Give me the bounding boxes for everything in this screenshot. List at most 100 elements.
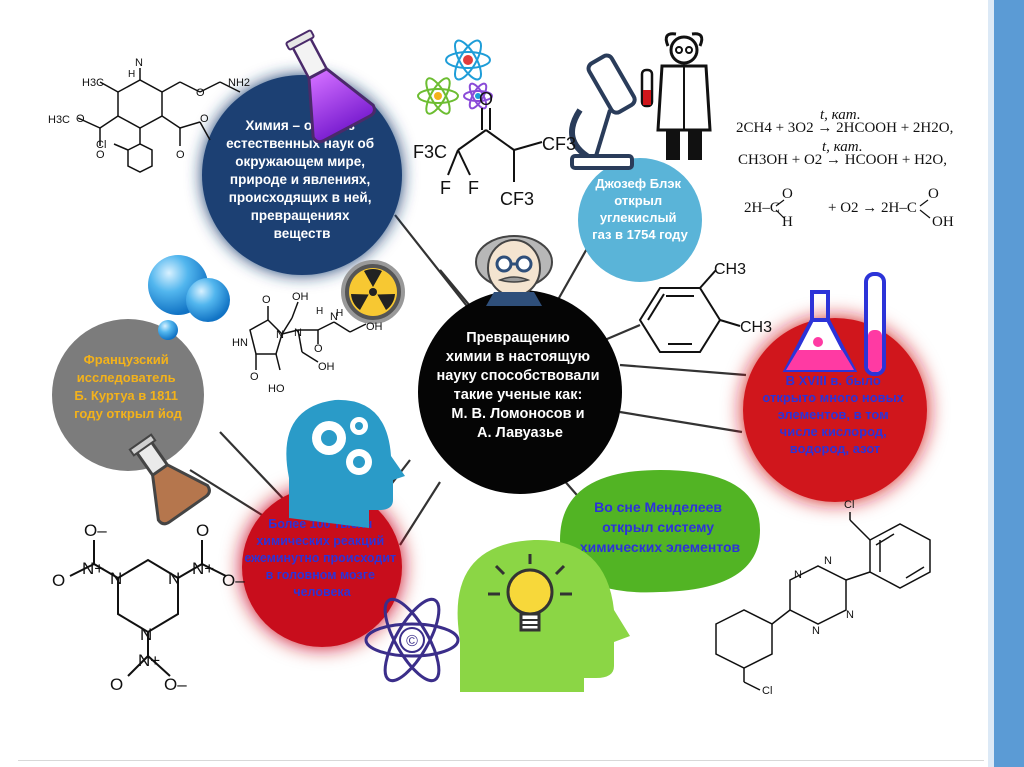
- structure-xylene-labels: CH3 CH3: [714, 261, 772, 336]
- svg-text:N: N: [110, 569, 122, 588]
- svg-text:O: O: [782, 186, 793, 202]
- svg-text:O: O: [314, 343, 323, 355]
- slide-bottom-rule: [18, 760, 984, 761]
- svg-text:N: N: [135, 57, 143, 69]
- svg-text:HN: HN: [232, 337, 248, 349]
- node-black: Джозеф Блэк открыл углекислый газ в 1754…: [578, 158, 702, 282]
- equation-1: 2CH4 + 3O2 → 2HCOOH + 2H2O,: [736, 120, 953, 136]
- svg-text:F3C: F3C: [413, 142, 447, 162]
- node-chemistry-definition: Химия – одна из естественных наук об окр…: [202, 75, 402, 275]
- node-kurtua-circle: [52, 319, 204, 471]
- svg-text:N+: N+: [138, 651, 160, 670]
- connector-elements-2: [619, 410, 743, 434]
- equation-3-right: + O2 → 2H–C: [828, 200, 917, 216]
- svg-text:H3C: H3C: [48, 114, 70, 126]
- svg-text:Cl: Cl: [762, 685, 772, 697]
- svg-text:O: O: [52, 571, 65, 590]
- node-kurtua: Французский исследователь Б. Куртуа в 18…: [52, 319, 204, 471]
- svg-text:O: O: [176, 149, 185, 161]
- scientist-head-icon: [475, 235, 553, 306]
- node-kurtua-text: Французский исследователь Б. Куртуа в 18…: [74, 352, 182, 421]
- equation-3-left: 2H–C: [744, 200, 780, 216]
- structure-rdx: [69, 540, 227, 677]
- flask-orange-icon: [128, 433, 211, 526]
- microscope-icon: [569, 53, 637, 170]
- node-mendeleev-bubble: [560, 470, 760, 612]
- svg-text:H: H: [128, 69, 135, 80]
- atom-icon: ©: [364, 597, 460, 683]
- connector-flask: [189, 469, 271, 521]
- svg-text:N+: N+: [82, 559, 104, 578]
- svg-text:O–: O–: [164, 675, 187, 694]
- structure-imidazolidinyl: [249, 301, 367, 371]
- node-mendeleev: Во сне Менделеев открыл систему химическ…: [560, 470, 760, 612]
- equation-2-condition: t, кат.: [822, 139, 863, 155]
- connector-chemistry: [394, 214, 471, 311]
- flask-purple-icon: [285, 29, 377, 144]
- svg-text:©: ©: [406, 633, 418, 650]
- svg-text:CF3: CF3: [500, 189, 534, 209]
- structure-tetrazine-labels: Cl N N N N Cl: [762, 499, 854, 697]
- flask-pink-icon: [782, 272, 886, 376]
- svg-text:O: O: [76, 113, 85, 125]
- svg-text:OH: OH: [366, 321, 383, 333]
- svg-text:O: O: [479, 89, 493, 109]
- svg-text:O: O: [196, 87, 205, 99]
- svg-text:N: N: [276, 329, 284, 341]
- svg-text:O: O: [262, 294, 271, 306]
- bubbles-icon: [148, 255, 230, 340]
- node-mendeleev-text: Во сне Менделеев открыл систему химическ…: [580, 499, 741, 555]
- structure-perfluoroketone: [447, 108, 543, 182]
- node-brain-text: Более 100 тысяч химических реакций ежеми…: [244, 517, 399, 599]
- structure-rdx-labels: O– N+ O N N O N+ O– N N+ O O–: [52, 521, 245, 694]
- svg-text:CH3: CH3: [714, 261, 746, 278]
- svg-text:F: F: [440, 178, 451, 198]
- chemical-equations: 2CH4 + 3O2 → 2HCOOH + 2H2O, t, кат. CH3O…: [736, 107, 954, 230]
- structure-dihydropyridine-labels: H3C N H O NH2 H3C O O O O Cl: [48, 57, 250, 161]
- equation-2: CH3OH + O2 → HCOOH + H2O,: [738, 152, 947, 168]
- svg-text:O: O: [96, 149, 105, 161]
- scientist-figure-icon: [640, 32, 712, 160]
- node-center-text: Превращению химии в настоящую науку спос…: [436, 330, 603, 441]
- svg-text:OH: OH: [318, 361, 335, 373]
- equation-bonds: [775, 199, 931, 219]
- svg-text:O: O: [196, 521, 209, 540]
- svg-text:OH: OH: [932, 214, 954, 230]
- structure-xylene: [638, 269, 741, 353]
- connector-brain-2: [399, 481, 441, 546]
- svg-text:Cl: Cl: [96, 139, 106, 151]
- svg-text:CF3: CF3: [542, 134, 576, 154]
- svg-text:N: N: [846, 609, 854, 621]
- svg-text:NH2: NH2: [228, 77, 250, 89]
- connector-elements-1: [619, 363, 747, 377]
- svg-text:N: N: [794, 569, 802, 581]
- svg-text:F: F: [468, 178, 479, 198]
- head-gears-icon: [286, 399, 405, 528]
- svg-text:O–: O–: [222, 571, 245, 590]
- svg-text:H: H: [316, 306, 323, 317]
- connector-kurtua: [219, 431, 293, 509]
- node-chemistry-text: Химия – одна из естественных наук об окр…: [226, 118, 378, 241]
- svg-text:O: O: [110, 675, 123, 694]
- svg-text:H: H: [336, 308, 343, 319]
- node-center: Превращению химии в настоящую науку спос…: [418, 290, 622, 494]
- svg-text:N: N: [140, 625, 152, 644]
- svg-text:H: H: [782, 214, 793, 230]
- structure-imidazolidinyl-labels: O OH HN N N N OH OH O O H H HO: [232, 291, 383, 395]
- node-black-circle: [578, 158, 702, 282]
- svg-text:N+: N+: [192, 559, 214, 578]
- structure-dihydropyridine: [77, 68, 241, 173]
- svg-text:Cl: Cl: [844, 499, 854, 511]
- radiation-icon: [341, 260, 405, 324]
- node-elements-text: В XVIII в. было открыто много новых элем…: [762, 373, 907, 456]
- svg-text:HO: HO: [268, 383, 285, 395]
- structure-perfluoroketone-labels: O F3C CF3 F F CF3: [413, 89, 576, 209]
- svg-text:O: O: [200, 113, 209, 125]
- svg-text:N: N: [812, 625, 820, 637]
- equation-1-condition: t, кат.: [820, 107, 861, 123]
- svg-text:O: O: [928, 186, 939, 202]
- svg-text:N: N: [168, 569, 180, 588]
- svg-text:N: N: [824, 555, 832, 567]
- svg-text:H3C: H3C: [82, 77, 104, 89]
